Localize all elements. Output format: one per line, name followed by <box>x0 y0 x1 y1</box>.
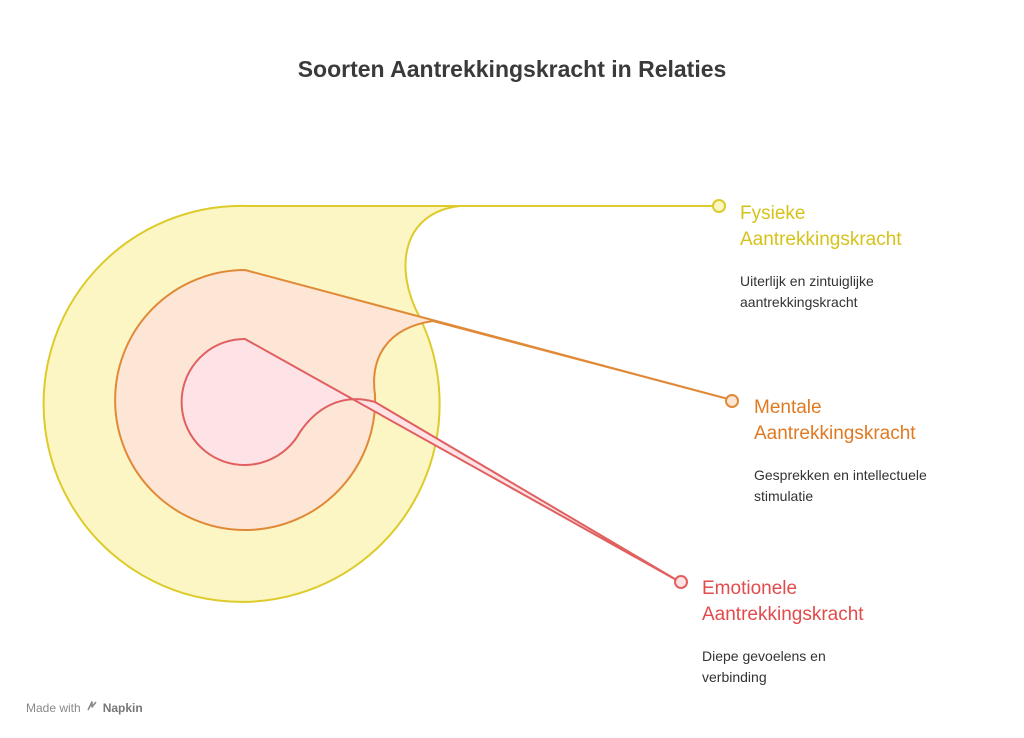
emotional-label: Emotionele Aantrekkingskracht Diepe gevo… <box>702 576 864 688</box>
emotional-heading-line2: Aantrekkingskracht <box>702 604 864 625</box>
mental-attraction-shape <box>114 268 733 531</box>
made-with-text: Made with <box>26 700 81 715</box>
physical-heading-line1: Fysieke <box>740 203 806 224</box>
diagram-title: Soorten Aantrekkingskracht in Relaties <box>297 56 727 82</box>
physical-heading: Fysieke Aantrekkingskracht <box>740 201 930 253</box>
mental-heading-line2: Aantrekkingskracht <box>754 423 916 444</box>
physical-marker <box>712 199 726 213</box>
mental-heading-line1: Mentale <box>754 397 822 418</box>
napkin-brand: Napkin <box>102 700 143 715</box>
emotional-description: Diepe gevoelens en verbinding <box>702 648 826 685</box>
emotional-attraction-shape <box>180 337 681 583</box>
mental-marker <box>725 394 739 408</box>
physical-label: Fysieke Aantrekkingskracht Uiterlijk en … <box>740 201 930 313</box>
emotional-heading: Emotionele Aantrekkingskracht <box>702 576 864 628</box>
emotional-marker <box>674 575 688 589</box>
mental-description: Gesprekken en intellectuele stimulatie <box>754 467 927 504</box>
napkin-logo-icon <box>86 700 98 715</box>
physical-heading-line2: Aantrekkingskracht <box>740 229 902 250</box>
made-with-napkin-footer: Made with Napkin <box>26 700 143 715</box>
mental-label: Mentale Aantrekkingskracht Gesprekken en… <box>754 395 964 507</box>
mental-heading: Mentale Aantrekkingskracht <box>754 395 964 447</box>
emotional-heading-line1: Emotionele <box>702 578 798 599</box>
physical-description: Uiterlijk en zintuiglijke aantrekkingskr… <box>740 273 874 310</box>
